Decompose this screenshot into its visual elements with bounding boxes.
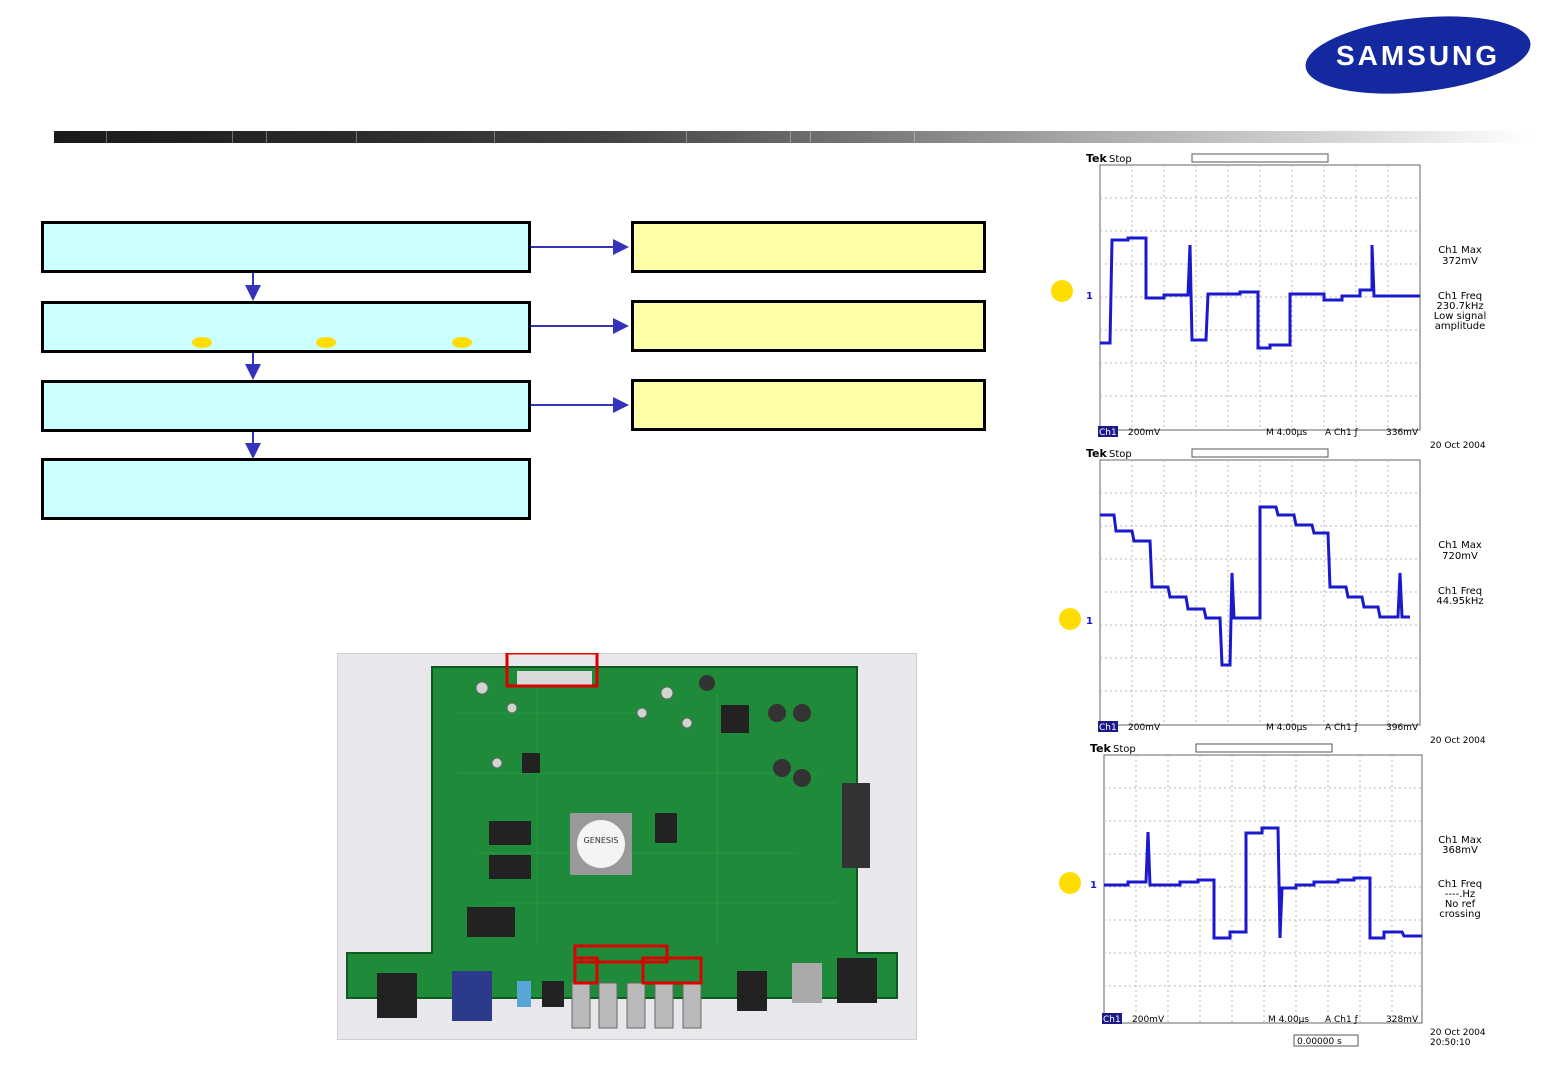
scope-note-2: amplitude: [1435, 321, 1486, 332]
flow-step-4: [41, 458, 531, 520]
scope-status: Stop: [1113, 744, 1136, 755]
scope-note-1: Low signal: [1434, 311, 1486, 322]
scope-status: Stop: [1109, 449, 1132, 460]
scope-cursor-readout: 0.00000 s: [1297, 1037, 1342, 1047]
highlight-box: [505, 653, 599, 688]
marker-dot: [316, 337, 336, 348]
scope-time: 20:50:10: [1430, 1038, 1471, 1048]
highlight-box: [641, 956, 703, 985]
scope-volts: 200mV: [1128, 723, 1161, 733]
ref-marker: 1: [1086, 616, 1093, 627]
ref-marker: 1: [1086, 291, 1093, 302]
flow-step-2: [41, 301, 531, 353]
flow-step-1: [41, 221, 531, 273]
scope-max-label: Ch1 Max: [1438, 835, 1482, 846]
scope-status: Stop: [1109, 154, 1132, 165]
scope-date: 20 Oct 2004: [1430, 441, 1486, 450]
scope-trigger: A Ch1 ƒ: [1325, 723, 1359, 733]
scope-freq-label: Ch1 Freq: [1438, 586, 1482, 597]
scope-max-value: 720mV: [1442, 551, 1478, 562]
scope-brand: Tek: [1086, 447, 1108, 460]
oscilloscope-1: Tek Stop 1 Ch1 Max 372mV Ch1 Freq 230.7k…: [1086, 152, 1486, 450]
scope-ch-label: Ch1: [1099, 723, 1117, 733]
highlight-box: [573, 956, 599, 985]
scope-max-label: Ch1 Max: [1438, 245, 1482, 256]
scope-timebase: M 4.00µs: [1266, 723, 1307, 733]
scope-trigger: A Ch1 ƒ: [1325, 1015, 1359, 1025]
scope-trigger: A Ch1 ƒ: [1325, 428, 1359, 438]
highlight-box: [573, 944, 669, 964]
scope-marker-1: [1051, 280, 1073, 302]
scope-max-value: 372mV: [1442, 256, 1478, 267]
scope-timebase: M 4.00µs: [1268, 1015, 1309, 1025]
result-box-2: [631, 300, 986, 352]
scope-ch-label: Ch1: [1099, 428, 1117, 438]
scope-date: 20 Oct 2004: [1430, 736, 1486, 745]
scope-max-value: 368mV: [1442, 845, 1478, 856]
scope-note-1: No ref: [1445, 899, 1476, 910]
scope-trigger-level: 328mV: [1386, 1015, 1419, 1025]
scope-brand: Tek: [1090, 742, 1112, 755]
scope-freq-value: ----.Hz: [1445, 889, 1475, 900]
scope-freq-value: 230.7kHz: [1436, 301, 1483, 312]
scope-trigger-level: 396mV: [1386, 723, 1419, 733]
chip-label: GENESIS: [584, 836, 619, 845]
result-box-1: [631, 221, 986, 273]
marker-dot: [452, 337, 472, 348]
board-photo: GENESIS: [337, 653, 917, 1040]
scope-freq-label: Ch1 Freq: [1438, 291, 1482, 302]
samsung-logo: SAMSUNG: [1305, 16, 1531, 94]
scope-trigger-level: 336mV: [1386, 428, 1419, 438]
scope-volts: 200mV: [1128, 428, 1161, 438]
scope-freq-value: 44.95kHz: [1436, 596, 1483, 607]
scope-date: 20 Oct 2004: [1430, 1028, 1486, 1038]
scope-note-2: crossing: [1439, 909, 1480, 920]
scope-volts: 200mV: [1132, 1015, 1165, 1025]
header-bar: [54, 131, 1530, 143]
oscilloscope-2: Tek Stop 1 Ch1 Max 720mV Ch1 Freq 44.95k…: [1086, 447, 1486, 745]
logo-text: SAMSUNG: [1336, 40, 1500, 71]
marker-dot: [192, 337, 212, 348]
scope-max-label: Ch1 Max: [1438, 540, 1482, 551]
scope-freq-label: Ch1 Freq: [1438, 879, 1482, 890]
scope-brand: Tek: [1086, 152, 1108, 165]
result-box-3: [631, 379, 986, 431]
flow-arrows: [245, 239, 629, 459]
scope-timebase: M 4.00µs: [1266, 428, 1307, 438]
ref-marker: 1: [1090, 880, 1097, 891]
scope-marker-3: [1059, 872, 1081, 894]
flow-step-3: [41, 380, 531, 432]
scope-ch-label: Ch1: [1103, 1015, 1121, 1025]
oscilloscope-3: Tek Stop 1 Ch1 Max 368mV Ch1 Freq ----.H…: [1090, 742, 1486, 1048]
scope-marker-2: [1059, 608, 1081, 630]
